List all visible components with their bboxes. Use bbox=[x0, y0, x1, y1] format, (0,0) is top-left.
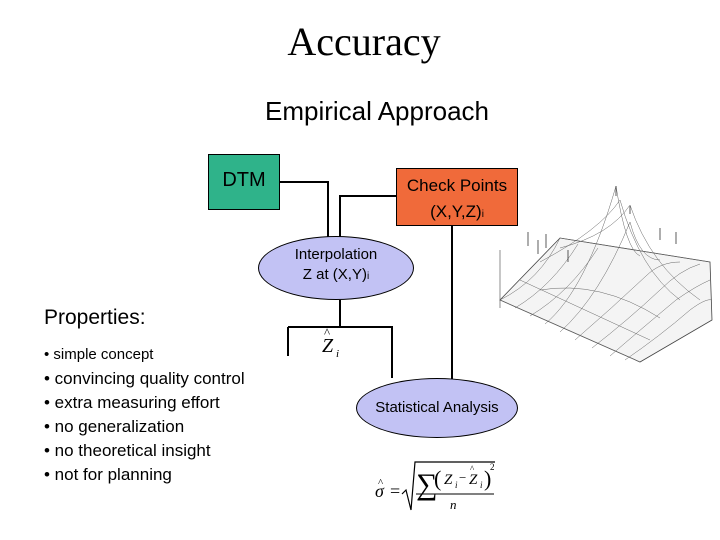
interpolation-label: Interpolation bbox=[294, 246, 378, 263]
check-points-label: Check Points bbox=[406, 176, 508, 195]
dtm-label: DTM bbox=[222, 169, 266, 191]
formula-z2-hat: ^ bbox=[470, 464, 475, 474]
interpolation-ellipse: Interpolation Z at (X,Y)i bbox=[258, 236, 414, 300]
slide-title: Accuracy bbox=[287, 19, 441, 64]
formula-sum: ∑ bbox=[416, 468, 437, 501]
list-item: • convincing quality control bbox=[44, 369, 245, 388]
properties-list: • simple concept • convincing quality co… bbox=[44, 343, 245, 487]
formula-sigma: σ bbox=[375, 481, 385, 501]
formula-equals: = bbox=[390, 481, 400, 501]
list-item: • no theoretical insight bbox=[44, 441, 211, 460]
list-item: • no generalization bbox=[44, 417, 185, 436]
check-points-index: i bbox=[481, 209, 484, 220]
zhat-hat: ^ bbox=[324, 325, 330, 340]
formula-minus: − bbox=[459, 470, 466, 485]
interpolation-coords: Z at (X,Y)i bbox=[259, 265, 413, 287]
formula-i1: i bbox=[455, 480, 458, 490]
formula-z1: Z bbox=[444, 472, 453, 488]
zhat-symbol: Z ^ i bbox=[322, 325, 339, 360]
formula-exponent: 2 bbox=[490, 462, 495, 472]
check-points-coords: (X,Y,Z)i bbox=[397, 199, 517, 228]
zhat-subscript: i bbox=[336, 348, 339, 360]
formula-z2: Z bbox=[469, 472, 478, 488]
interpolation-z-at-xy: Z at (X,Y) bbox=[302, 266, 367, 283]
dtm-to-interpolation-line bbox=[280, 181, 329, 240]
formula-paren-close: ) bbox=[484, 466, 491, 491]
list-item: • not for planning bbox=[44, 465, 172, 484]
list-item: • extra measuring effort bbox=[44, 393, 220, 412]
dtm-box: DTM bbox=[208, 154, 280, 210]
sigma-formula: σ ^ = ∑ ( Z i − Z ^ i ) 2 n bbox=[375, 461, 495, 512]
interpolation-index: i bbox=[366, 271, 370, 282]
formula-n: n bbox=[450, 497, 457, 512]
statistical-analysis-ellipse: Statistical Analysis bbox=[356, 378, 518, 438]
dtm-surface-illustration bbox=[499, 185, 713, 363]
zhat-letter: Z bbox=[322, 335, 334, 357]
slide-subtitle: Empirical Approach bbox=[265, 96, 489, 126]
properties-heading: Properties: bbox=[44, 306, 146, 329]
formula-sigma-hat: ^ bbox=[378, 477, 384, 489]
check-points-box: Check Points (X,Y,Z)i bbox=[396, 168, 518, 226]
check-points-xyz: (X,Y,Z) bbox=[430, 202, 482, 221]
formula-root bbox=[401, 461, 495, 511]
statistical-analysis-label: Statistical Analysis bbox=[375, 399, 499, 416]
formula-paren-open: ( bbox=[434, 466, 441, 491]
zhat-to-analysis-line bbox=[288, 326, 393, 378]
list-item: • simple concept bbox=[44, 346, 154, 363]
formula-i2: i bbox=[480, 480, 483, 490]
